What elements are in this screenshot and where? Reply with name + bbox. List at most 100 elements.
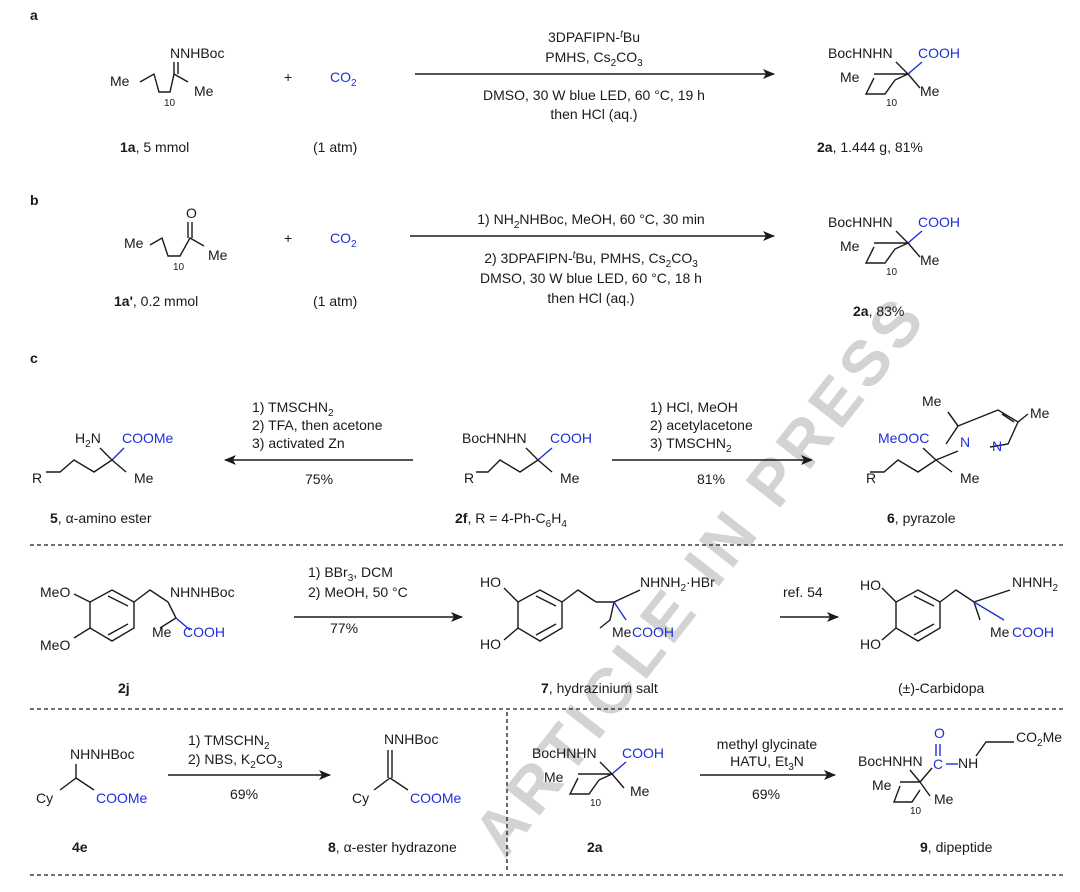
condition-line: 3) TMSCHN2: [650, 435, 732, 455]
structure-carbidopa: HO HO NHNH2 Me COOH: [860, 574, 1058, 652]
me-label: Me: [920, 252, 940, 268]
scheme-c-row2: MeO MeO NHNHBoc Me COOH 2j 1) BBr3, DCM …: [40, 564, 1058, 696]
scheme-c-row3-left: NHNHBoc Cy COOMe 4e 1) TMSCHN2 2) NBS, K…: [36, 731, 462, 855]
compound-label-8: 8, α-ester hydrazone: [328, 839, 457, 855]
me-label: Me: [960, 470, 980, 486]
me-label: Me: [872, 777, 892, 793]
amine-label: H2N: [75, 430, 101, 450]
condition-line: DMSO, 30 W blue LED, 60 °C, 18 h: [480, 270, 702, 286]
me-label: Me: [208, 247, 228, 263]
co2-pressure: (1 atm): [313, 293, 357, 309]
methoxy-label: MeO: [40, 637, 70, 653]
pyrazole-n2: N: [992, 438, 1002, 454]
condition-line: 2) NBS, K2CO3: [188, 751, 283, 771]
me-label: Me: [124, 235, 144, 251]
structure-2j: MeO MeO NHNHBoc Me COOH: [40, 584, 235, 653]
bochnhn-label: BocHNHN: [462, 430, 527, 446]
coome-label: COOMe: [122, 430, 174, 446]
yield-label: 81%: [697, 471, 725, 487]
nh-label: NH: [958, 755, 978, 771]
carbonyl-c-label: C: [933, 756, 943, 772]
compound-label-2a: 2a, 83%: [853, 303, 904, 319]
chain-count: 10: [886, 267, 898, 278]
reagent-glycinate: methyl glycinate: [717, 736, 818, 752]
compound-label-1a-prime: 1a', 0.2 mmol: [114, 293, 198, 309]
cooh-label: COOH: [918, 45, 960, 61]
condition-line: 2) acetylacetone: [650, 417, 753, 433]
me-label: Me: [152, 624, 172, 640]
panel-label-b: b: [30, 192, 39, 208]
step2-conditions: 2) 3DPAFIPN-tBu, PMHS, Cs2CO3: [484, 250, 698, 270]
me-label: Me: [134, 470, 154, 486]
condition-line: DMSO, 30 W blue LED, 60 °C, 19 h: [483, 87, 705, 103]
plus-sign: +: [284, 69, 292, 85]
structure-1a-prime: O Me Me 10: [124, 205, 228, 273]
structure-5: H2N COOMe R Me: [32, 430, 174, 486]
scheme-a: NNHBoc Me Me 10 + CO2 1a, 5 mmol (1 atm)…: [110, 29, 960, 155]
bochnhn-label: BocHNHN: [828, 214, 893, 230]
me-label: Me: [840, 69, 860, 85]
coome-label: COOMe: [96, 790, 148, 806]
hydrazinium-label: NHNH2·HBr: [640, 574, 715, 594]
nnhboc-label: NNHBoc: [384, 731, 438, 747]
structure-6: Me Me N N MeOOC R Me: [866, 393, 1050, 486]
condition-line: 1) HCl, MeOH: [650, 399, 738, 415]
co2-label: CO2: [330, 69, 357, 89]
cyclohexyl-label: Cy: [36, 790, 53, 806]
carbonyl-o-label: O: [934, 725, 945, 741]
condition-line: 3) activated Zn: [252, 435, 345, 451]
hydroxy-label: HO: [480, 636, 501, 652]
compound-label-5: 5, α-amino ester: [50, 510, 152, 526]
step1-conditions: 1) NH2NHBoc, MeOH, 60 °C, 30 min: [477, 211, 704, 231]
r-group-label: R: [464, 470, 474, 486]
me-label: Me: [194, 83, 214, 99]
scheme-c-row3-right: BocHNHN COOH Me Me 10 2a methyl glycinat…: [532, 725, 1062, 855]
compound-label-4e: 4e: [72, 839, 88, 855]
condition-line: 2) MeOH, 50 °C: [308, 584, 408, 600]
yield-label: 75%: [305, 471, 333, 487]
me-label: Me: [990, 624, 1010, 640]
scheme-c-row1: BocHNHN COOH R Me 2f, R = 4-Ph-C6H4 1) T…: [32, 393, 1050, 530]
panel-label-a: a: [30, 7, 38, 23]
cyclohexyl-label: Cy: [352, 790, 369, 806]
nnhboc-label: NNHBoc: [170, 45, 224, 61]
compound-label-9: 9, dipeptide: [920, 839, 993, 855]
compound-label-6: 6, pyrazole: [887, 510, 956, 526]
scheme-b: O Me Me 10 + CO2 1a', 0.2 mmol (1 atm) 1…: [114, 205, 960, 319]
cooh-label: COOH: [550, 430, 592, 446]
yield-label: 69%: [752, 786, 780, 802]
reagent-pmhs: PMHS, Cs2CO3: [545, 49, 643, 69]
plus-sign: +: [284, 230, 292, 246]
cooh-label: COOH: [1012, 624, 1054, 640]
condition-line: 1) BBr3, DCM: [308, 564, 393, 584]
structure-8: NNHBoc Cy COOMe: [352, 731, 462, 806]
compound-label-2f: 2f, R = 4-Ph-C6H4: [455, 510, 567, 530]
structure-9: O C NH CO2Me BocHNHN Me Me 10: [858, 725, 1062, 817]
yield-label: 77%: [330, 620, 358, 636]
structure-7: HO HO NHNH2·HBr Me COOH: [480, 574, 715, 652]
me-label: Me: [630, 783, 650, 799]
condition-line: 1) TMSCHN2: [252, 399, 334, 419]
panel-label-c: c: [30, 350, 38, 366]
hydrazine-label: NHNH2: [1012, 574, 1058, 594]
reagent-photocatalyst: 3DPAFIPN-tBu: [548, 29, 640, 45]
r-group-label: R: [32, 470, 42, 486]
me-label: Me: [110, 73, 130, 89]
compound-label-2a: 2a: [587, 839, 603, 855]
compound-label-2j: 2j: [118, 680, 130, 696]
meooc-label: MeOOC: [878, 430, 929, 446]
me-label: Me: [612, 624, 632, 640]
chain-count: 10: [173, 262, 185, 273]
reference-label: ref. 54: [783, 584, 823, 600]
condition-line: 2) TFA, then acetone: [252, 417, 383, 433]
condition-line: 1) TMSCHN2: [188, 732, 270, 752]
pyrazole-n1: N: [960, 434, 970, 450]
co2-label: CO2: [330, 230, 357, 250]
structure-2f: BocHNHN COOH R Me: [462, 430, 592, 486]
bochnhn-label: BocHNHN: [858, 753, 923, 769]
cooh-label: COOH: [183, 624, 225, 640]
compound-label-2a: 2a, 1.444 g, 81%: [817, 139, 923, 155]
bochnhn-label: BocHNHN: [828, 45, 893, 61]
structure-2a: BocHNHN COOH Me Me 10: [828, 45, 960, 109]
